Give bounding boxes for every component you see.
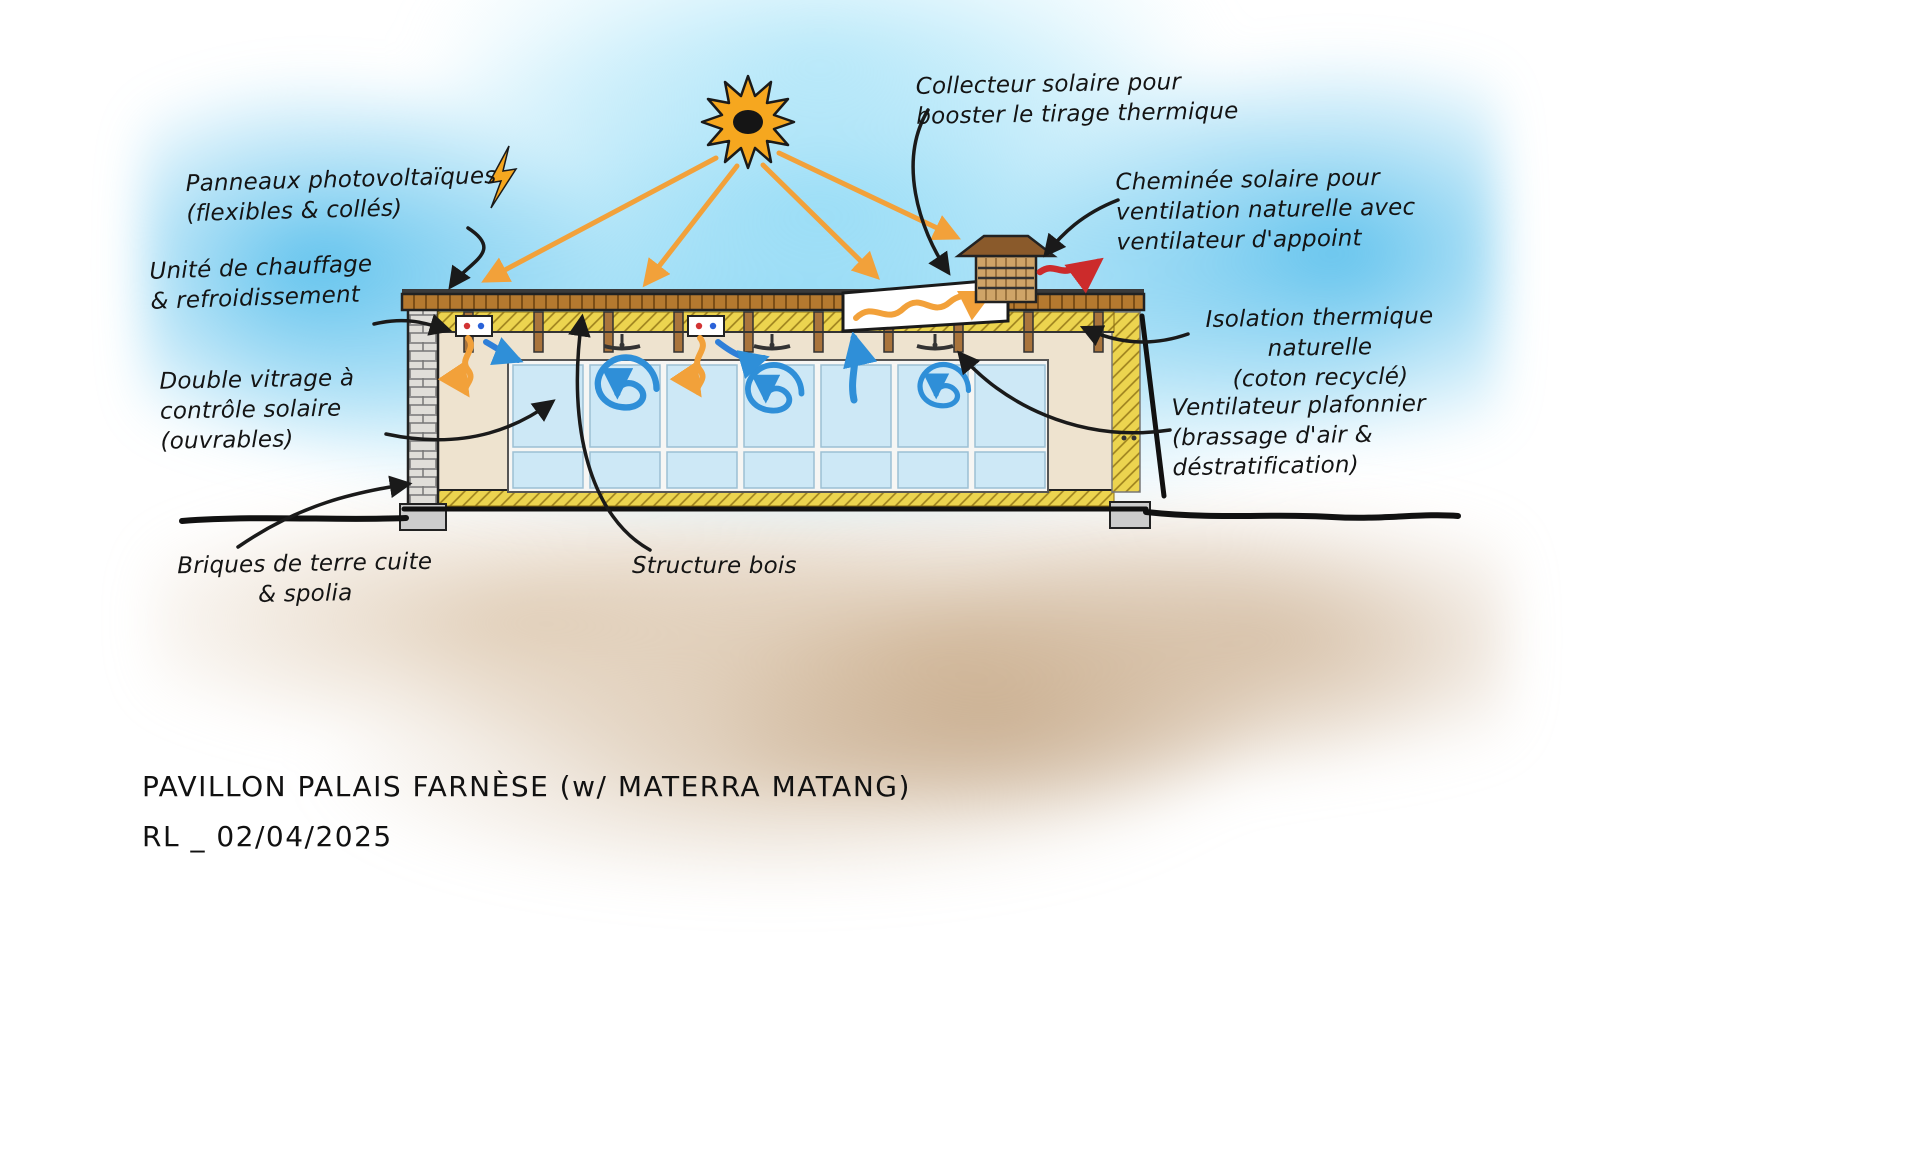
solar-chimney [954, 234, 1104, 304]
annotation-hvac-unit: Unité de chauffage & refroidissement [149, 251, 373, 315]
sun-ray-arrows [481, 150, 961, 288]
brick-wall [406, 296, 440, 512]
arrow-solar-chimney [1043, 198, 1120, 258]
airflow-spiral [594, 331, 972, 414]
lightning-bolt-icon [487, 145, 518, 209]
solar-collector-duct [841, 277, 1010, 333]
exhaust-arrow [1036, 257, 1104, 294]
pv-panel-strip [402, 289, 1144, 295]
right-footing [1109, 501, 1151, 529]
ground-line [179, 506, 1461, 524]
sun-icon [700, 74, 796, 170]
arrow-hvac-unit [372, 313, 453, 336]
arrow-pv-panels [448, 226, 486, 290]
arrow-bricks [236, 475, 413, 549]
door-hinge-dot [1121, 435, 1127, 441]
ceiling-fan-icon [603, 334, 954, 351]
annotation-solar-collector: Collecteur solaire pour booster le tirag… [915, 69, 1239, 130]
annotation-wood-structure: Structure bois [632, 553, 797, 579]
arrow-ceiling-fan [957, 350, 1172, 435]
arrow-wood-structure [568, 313, 652, 552]
drawing-title: PAVILLON PALAIS FARNÈSE (w/ MATERRA MATA… [142, 770, 911, 803]
annotation-bricks: Briques de terre cuite & spolia [176, 548, 433, 608]
door-hinge-dot [1131, 435, 1137, 441]
annotation-double-glazing: Double vitrage à contrôle solaire (ouvra… [159, 365, 355, 455]
arrow-solar-collector [911, 108, 951, 276]
drawing-signature: RL _ 02/04/2025 [142, 820, 393, 853]
annotation-ceiling-fan: Ventilateur plafonnier (brassage d'air &… [1171, 390, 1426, 482]
updraft-arrow [843, 331, 878, 404]
arrow-insulation [1079, 325, 1190, 347]
heating-unit [437, 315, 770, 398]
annotation-arrows [236, 108, 1190, 552]
annotation-pv-panels: Panneaux photovoltaïques (flexibles & co… [185, 162, 497, 227]
annotation-solar-chimney: Cheminée solaire pour ventilation nature… [1115, 165, 1416, 256]
arrow-double-glazing [384, 399, 556, 442]
right-roof-edge [1139, 313, 1167, 499]
annotation-insulation: Isolation thermique naturelle (coton rec… [1205, 303, 1434, 393]
